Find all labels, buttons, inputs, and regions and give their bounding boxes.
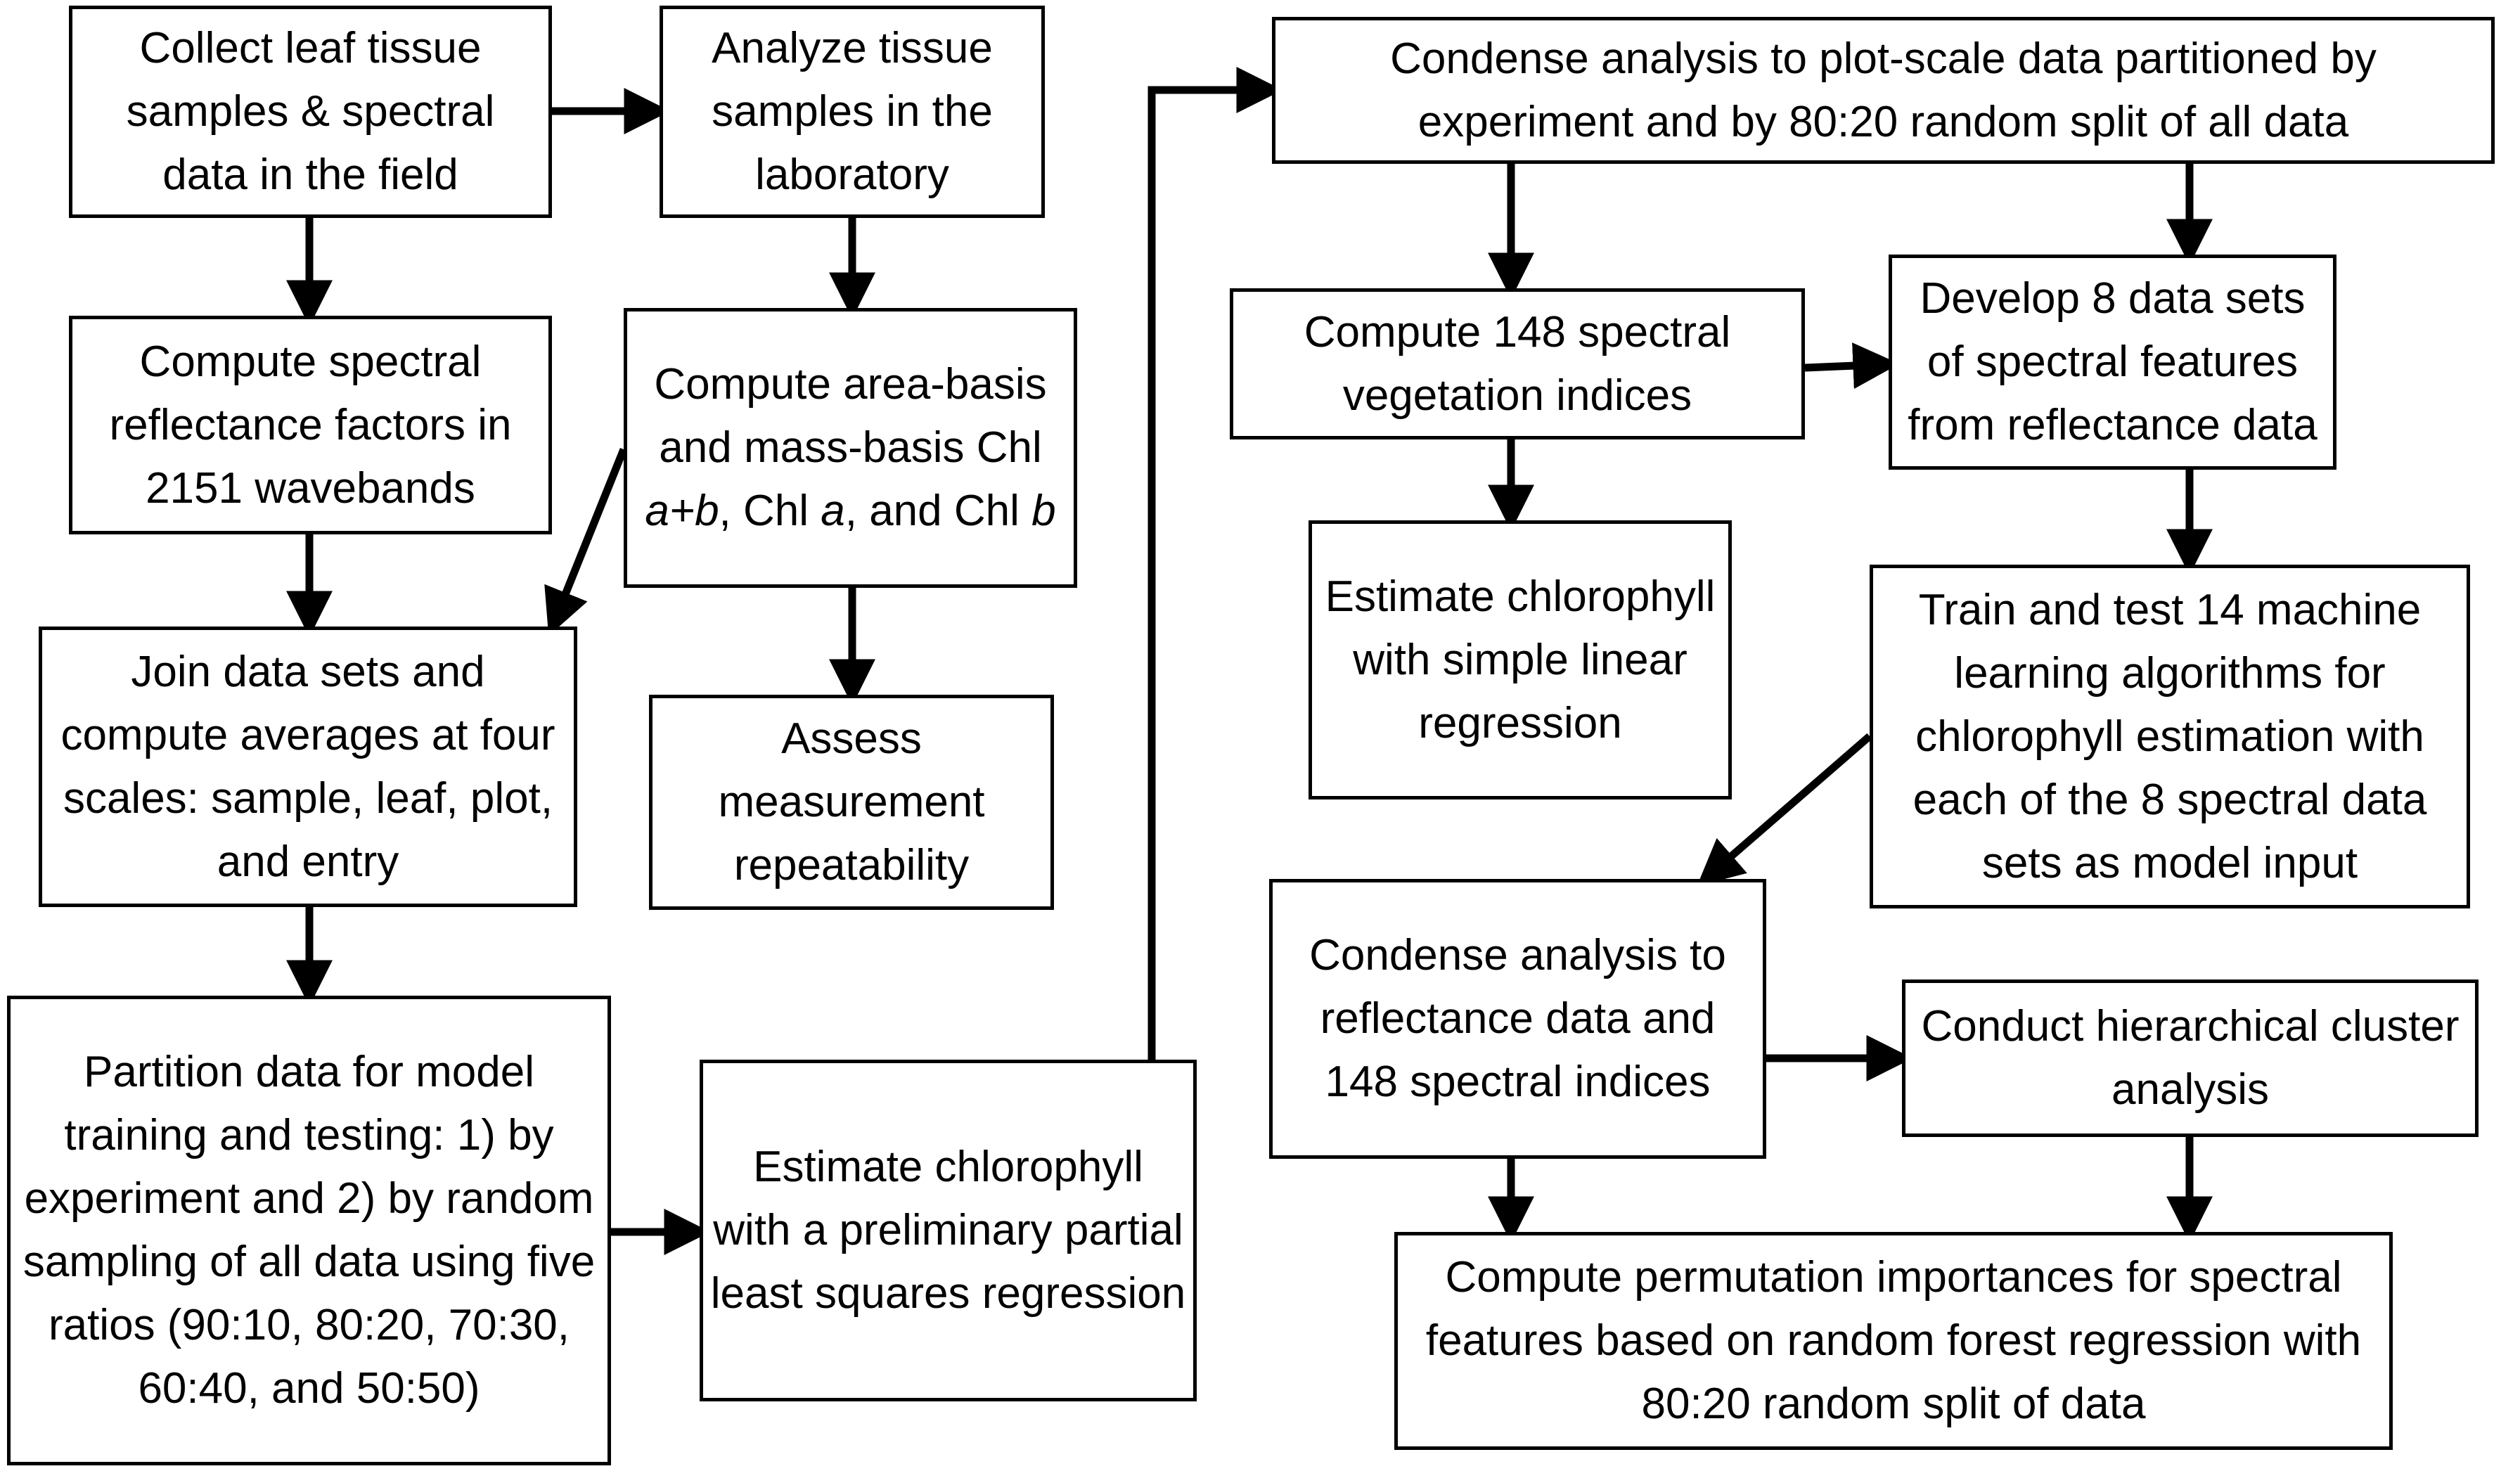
compute-chl-b: b [1031,487,1056,535]
estimate-linear-box: Estimate chlorophyll with simple linear … [1309,520,1732,799]
estimate-pls-text: Estimate chlorophyll with a preliminary … [710,1143,1186,1318]
estimate-pls-box: Estimate chlorophyll with a preliminary … [700,1060,1197,1401]
develop-8-datasets-box: Develop 8 data sets of spectral features… [1889,255,2336,470]
join-datasets-text: Join data sets and compute averages at f… [60,647,555,886]
arrow-pls-to-condense-plot [1148,67,1283,1060]
compute-chl-text-part2: , Chl [719,487,821,535]
compute-148-indices-box: Compute 148 spectral vegetation indices [1230,288,1805,439]
compute-chl-text-part1: Compute area-basis and mass-basis Chl [654,360,1047,472]
arrow-chl-to-join [544,447,628,636]
develop-8-datasets-text: Develop 8 data sets of spectral features… [1908,274,2318,449]
arrow-train-to-condense-reflectance [1697,733,1872,887]
condense-reflectance-text: Condense analysis to reflectance data an… [1309,931,1726,1106]
permutation-importances-text: Compute permutation importances for spec… [1425,1253,2362,1428]
permutation-importances-box: Compute permutation importances for spec… [1394,1232,2393,1450]
assess-repeatability-text: Assess measurement repeatability [718,714,985,889]
compute-chl-a-plus-b: a+b [645,487,719,535]
collect-samples-box: Collect leaf tissue samples & spectral d… [69,6,552,218]
compute-chl-text-part3: , and Chl [844,487,1032,535]
partition-data-text: Partition data for model training and te… [22,1048,596,1413]
condense-plot-scale-text: Condense analysis to plot-scale data par… [1390,34,2377,146]
train-test-ml-text: Train and test 14 machine learning algor… [1912,585,2427,887]
condense-reflectance-box: Condense analysis to reflectance data an… [1269,879,1766,1159]
collect-samples-text: Collect leaf tissue samples & spectral d… [126,24,495,199]
condense-plot-scale-box: Condense analysis to plot-scale data par… [1272,17,2495,164]
join-datasets-box: Join data sets and compute averages at f… [39,627,577,907]
compute-chl-text: Compute area-basis and mass-basis Chl a+… [634,353,1067,543]
assess-repeatability-box: Assess measurement repeatability [649,695,1054,910]
arrow-indices-to-develop [1804,342,1900,390]
analyze-tissue-text: Analyze tissue samples in the laboratory [712,24,993,199]
estimate-linear-text: Estimate chlorophyll with simple linear … [1325,572,1716,747]
train-test-ml-box: Train and test 14 machine learning algor… [1870,565,2470,908]
compute-reflectance-text: Compute spectral reflectance factors in … [109,337,512,513]
analyze-tissue-box: Analyze tissue samples in the laboratory [660,6,1045,218]
hierarchical-cluster-text: Conduct hierarchical cluster analysis [1921,1002,2460,1114]
hierarchical-cluster-box: Conduct hierarchical cluster analysis [1902,979,2479,1137]
partition-data-box: Partition data for model training and te… [7,996,611,1465]
compute-chl-box: Compute area-basis and mass-basis Chl a+… [624,308,1077,588]
compute-chl-a: a [821,487,845,535]
compute-reflectance-box: Compute spectral reflectance factors in … [69,316,552,534]
compute-148-indices-text: Compute 148 spectral vegetation indices [1304,307,1731,420]
